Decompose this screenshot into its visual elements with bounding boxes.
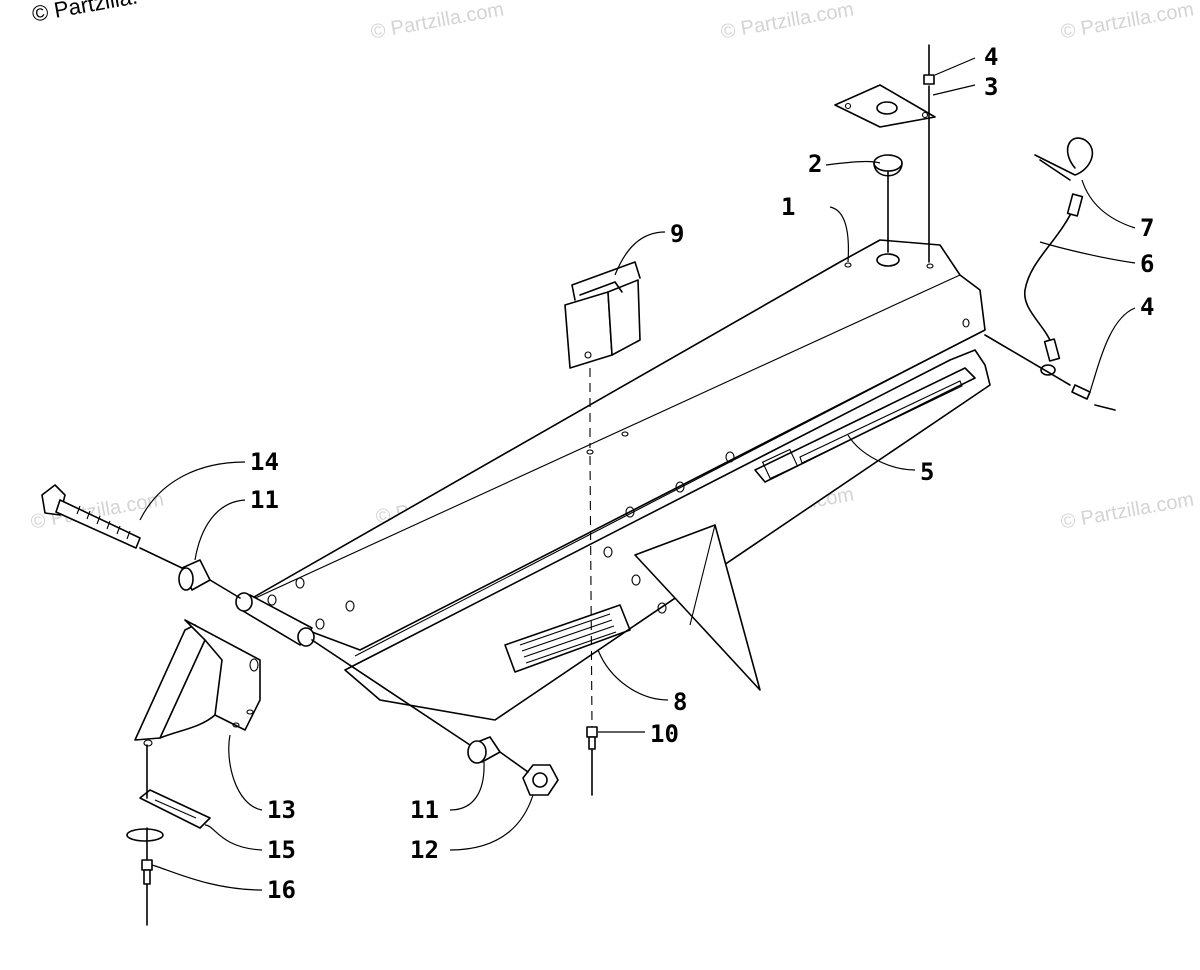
callout-1: 1 — [781, 193, 795, 221]
callout-10: 10 — [650, 720, 679, 748]
part-13-stand-bracket — [134, 619, 261, 747]
part-6-tether-cable — [1024, 193, 1084, 376]
callout-4-right: 4 — [1140, 293, 1154, 321]
callout-9: 9 — [670, 220, 684, 248]
part-16-rivet — [141, 859, 153, 926]
callout-2: 2 — [808, 150, 822, 178]
callout-6: 6 — [1140, 250, 1154, 278]
part-12-nut — [522, 764, 559, 796]
part-4-rivet-right — [1071, 384, 1116, 411]
callout-3: 3 — [984, 73, 998, 101]
callout-labels: 1 2 3 4 4 5 6 7 8 9 10 11 11 12 13 14 15… — [250, 43, 1154, 904]
part-15-slot-plate — [126, 789, 211, 842]
callout-13: 13 — [267, 796, 296, 824]
part-14-bolt — [41, 484, 141, 549]
callout-11-upper: 11 — [250, 486, 279, 514]
callout-14: 14 — [250, 448, 279, 476]
callout-16: 16 — [267, 876, 296, 904]
part-7-clip — [1034, 137, 1094, 181]
part-5-decal — [754, 367, 976, 483]
callout-15: 15 — [267, 836, 296, 864]
leader-lines — [139, 57, 1136, 891]
part-1-frame — [235, 239, 991, 721]
callout-4-top: 4 — [984, 43, 998, 71]
part-11-bushing-lower — [467, 736, 501, 764]
callout-12: 12 — [410, 836, 439, 864]
callout-8: 8 — [673, 688, 687, 716]
part-4-rivet-top — [923, 44, 935, 85]
callout-7: 7 — [1140, 214, 1154, 242]
part-9-clip-bracket — [564, 261, 641, 369]
part-3-plate — [834, 84, 936, 128]
part-10-rivet — [586, 726, 598, 796]
assembly-lines — [139, 85, 1071, 861]
part-8-label — [504, 604, 631, 673]
callout-5: 5 — [920, 458, 934, 486]
callout-11-lower: 11 — [410, 796, 439, 824]
part-11-bushing-upper — [178, 559, 211, 591]
